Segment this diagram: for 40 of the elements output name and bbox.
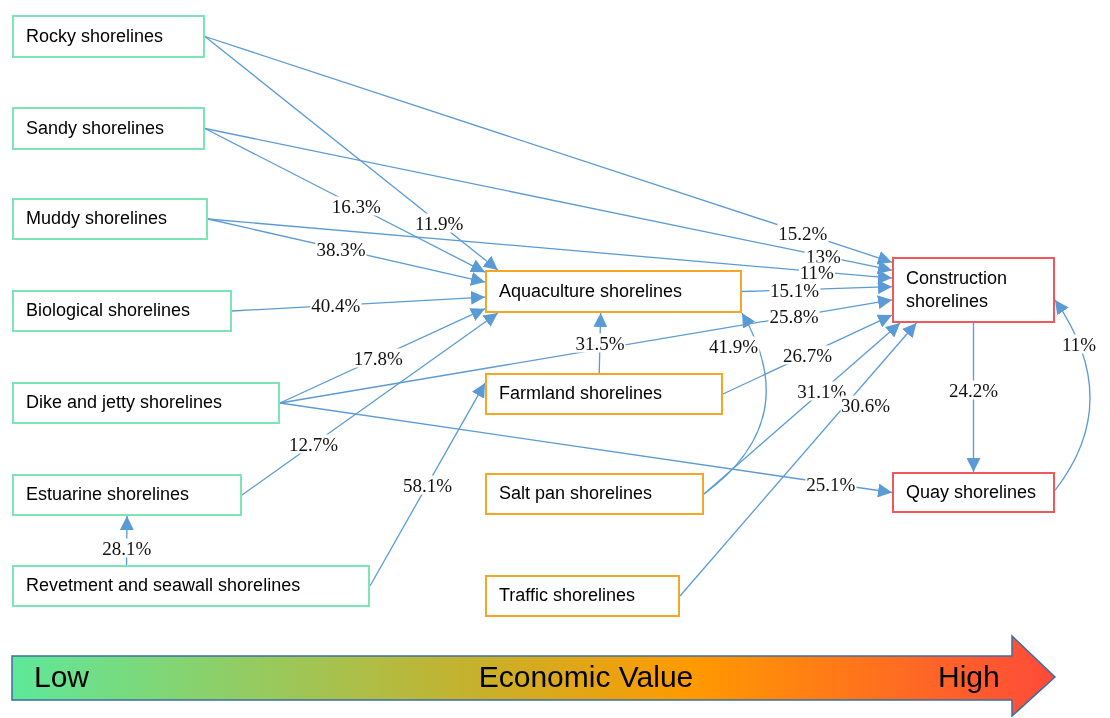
- shoreline-box: Muddy shorelines: [12, 198, 208, 240]
- edge-label: 11%: [1060, 334, 1098, 354]
- edge-label: 17.8%: [352, 348, 404, 368]
- shoreline-box: Estuarine shorelines: [12, 474, 242, 516]
- arrow: [207, 218, 893, 284]
- shoreline-box: Dike and jetty shorelines: [12, 382, 280, 424]
- axis-label: Low: [34, 662, 90, 692]
- edge-label: 58.1%: [401, 475, 454, 495]
- arrow: [241, 312, 499, 496]
- shoreline-box: Revetment and seawall shorelines: [12, 565, 370, 607]
- edge-label: 24.2%: [947, 380, 1000, 400]
- shoreline-box: Farmland shorelines: [485, 373, 723, 415]
- arrow: [204, 35, 893, 265]
- edge-label: 28.1%: [101, 538, 153, 558]
- edge-label: 12.7%: [288, 434, 340, 454]
- arrow: [204, 127, 893, 275]
- arrow: [204, 35, 499, 271]
- shoreline-box: Salt pan shorelines: [485, 473, 704, 515]
- axis-label: Economic Value: [478, 662, 694, 692]
- shoreline-box: Quay shorelines: [892, 472, 1055, 513]
- shoreline-box: Sandy shorelines: [12, 107, 205, 150]
- edge-label: 38.3%: [315, 239, 367, 259]
- arrow: [679, 322, 918, 597]
- shoreline-box: Traffic shorelines: [485, 575, 680, 617]
- shoreline-box: Construction shorelines: [892, 257, 1055, 323]
- arrow: [703, 312, 767, 495]
- edge-label: 16.3%: [330, 196, 382, 216]
- shoreline-box: Rocky shorelines: [12, 15, 205, 58]
- arrow: [369, 382, 486, 587]
- edge-label: 26.7%: [781, 345, 834, 365]
- arrow: [279, 402, 893, 498]
- edge-label: 31.5%: [574, 333, 626, 353]
- axis-label: High: [938, 662, 1000, 692]
- arrow: [1054, 299, 1091, 492]
- edge-label: 41.9%: [708, 336, 760, 356]
- shoreline-box: Aquaculture shorelines: [485, 270, 742, 313]
- edge-label: 11%: [798, 262, 835, 282]
- edge-label: 15.2%: [777, 223, 829, 243]
- shoreline-box: Biological shorelines: [12, 290, 232, 332]
- edge-label: 11.9%: [414, 213, 465, 233]
